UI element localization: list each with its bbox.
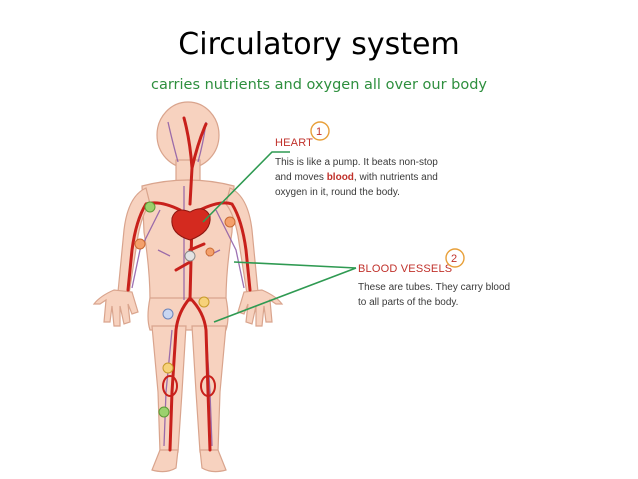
heart-text-line2-prefix: and moves [275,172,327,183]
torso [141,179,235,301]
right-foot [199,449,227,473]
heart-leader-line [202,151,290,223]
body-silhouette [92,101,284,473]
heart-text-line2: and moves blood, with nutrients and [275,172,438,183]
vessels-number: 2 [451,253,457,265]
vessels-leader-line-1 [233,261,357,269]
heart-label: HEART 1 This is like a pump. It beats no… [275,121,438,198]
left-foot [151,449,179,473]
knee-markers [162,375,216,397]
heart-heading: HEART [275,137,313,149]
blood-highlight: blood [327,172,354,183]
slide-title: Circulatory system [178,27,460,62]
heart-text-line3: oxygen in it, round the body. [275,187,400,198]
heart-number-badge [310,121,330,141]
heart-organ [171,208,211,241]
left-leg [151,325,187,453]
right-hand [237,289,284,327]
vessels-text-line2: to all parts of the body. [358,297,458,308]
vessels-number-badge [445,248,465,268]
vessels-label: BLOOD VESSELS 2 These are tubes. They ca… [358,248,510,308]
heart-text-line2-suffix: , with nutrients and [354,172,438,183]
slide-subtitle: carries nutrients and oxygen all over ou… [150,77,488,93]
heart-number: 1 [316,126,322,138]
heart-text-line1: This is like a pump. It beats non-stop [275,157,438,168]
vessels-leader-line-2 [213,267,357,323]
vessels-heading: BLOOD VESSELS [358,263,452,275]
vessels-text-line1: These are tubes. They carry blood [358,282,510,293]
neck [175,159,201,183]
body-markers [134,201,236,418]
left-hand [92,289,139,327]
leader-lines [202,151,357,323]
